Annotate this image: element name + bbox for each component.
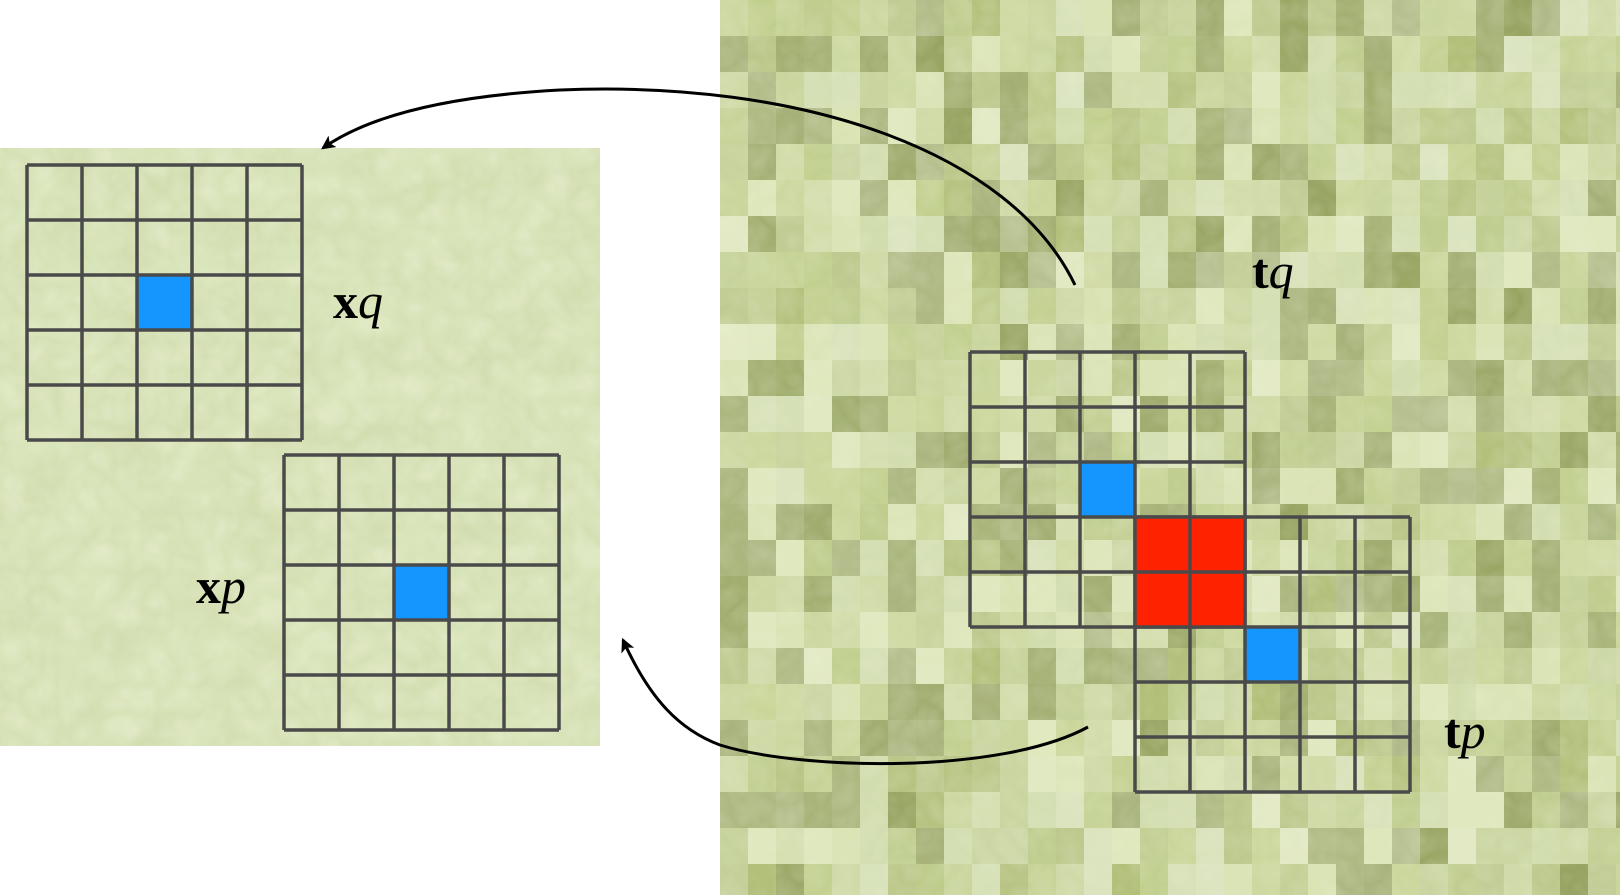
patch-grid-xp <box>282 453 561 732</box>
overlap-cell <box>1135 517 1190 572</box>
label-tp-main: t <box>1444 703 1461 759</box>
label-tq-main: t <box>1252 243 1269 299</box>
source-texture-panel <box>0 148 600 746</box>
label-xp: xp <box>196 558 246 614</box>
label-xp-sub: p <box>218 558 246 614</box>
synth-texture-wash <box>720 0 1620 895</box>
label-tp-sub: p <box>1458 703 1486 759</box>
highlight-cell-xq <box>137 275 192 330</box>
label-tq: tq <box>1252 243 1294 299</box>
patch-grid-tp <box>1133 515 1412 794</box>
highlight-cell-tq <box>1080 462 1135 517</box>
patch-grid-xq <box>25 163 304 442</box>
synthesized-texture-panel <box>720 0 1620 895</box>
highlight-cell-tp <box>1245 627 1300 682</box>
highlight-cell-xp <box>394 565 449 620</box>
synth-texture-noise <box>720 0 1620 895</box>
label-xq: xq <box>333 273 383 329</box>
source-texture-wash <box>0 148 600 746</box>
label-xp-main: x <box>196 558 221 614</box>
overlap-cell <box>1135 572 1190 627</box>
label-tq-sub: q <box>1269 243 1294 299</box>
label-tp: tp <box>1444 703 1486 759</box>
overlap-cell <box>1190 572 1245 627</box>
source-texture-veins <box>0 148 600 746</box>
label-xq-sub: q <box>358 273 383 329</box>
arrow-tp-to-xp <box>621 637 1089 766</box>
arrow-tq-to-xq <box>321 87 1077 286</box>
label-xq-main: x <box>333 273 358 329</box>
overlap-cell <box>1190 517 1245 572</box>
